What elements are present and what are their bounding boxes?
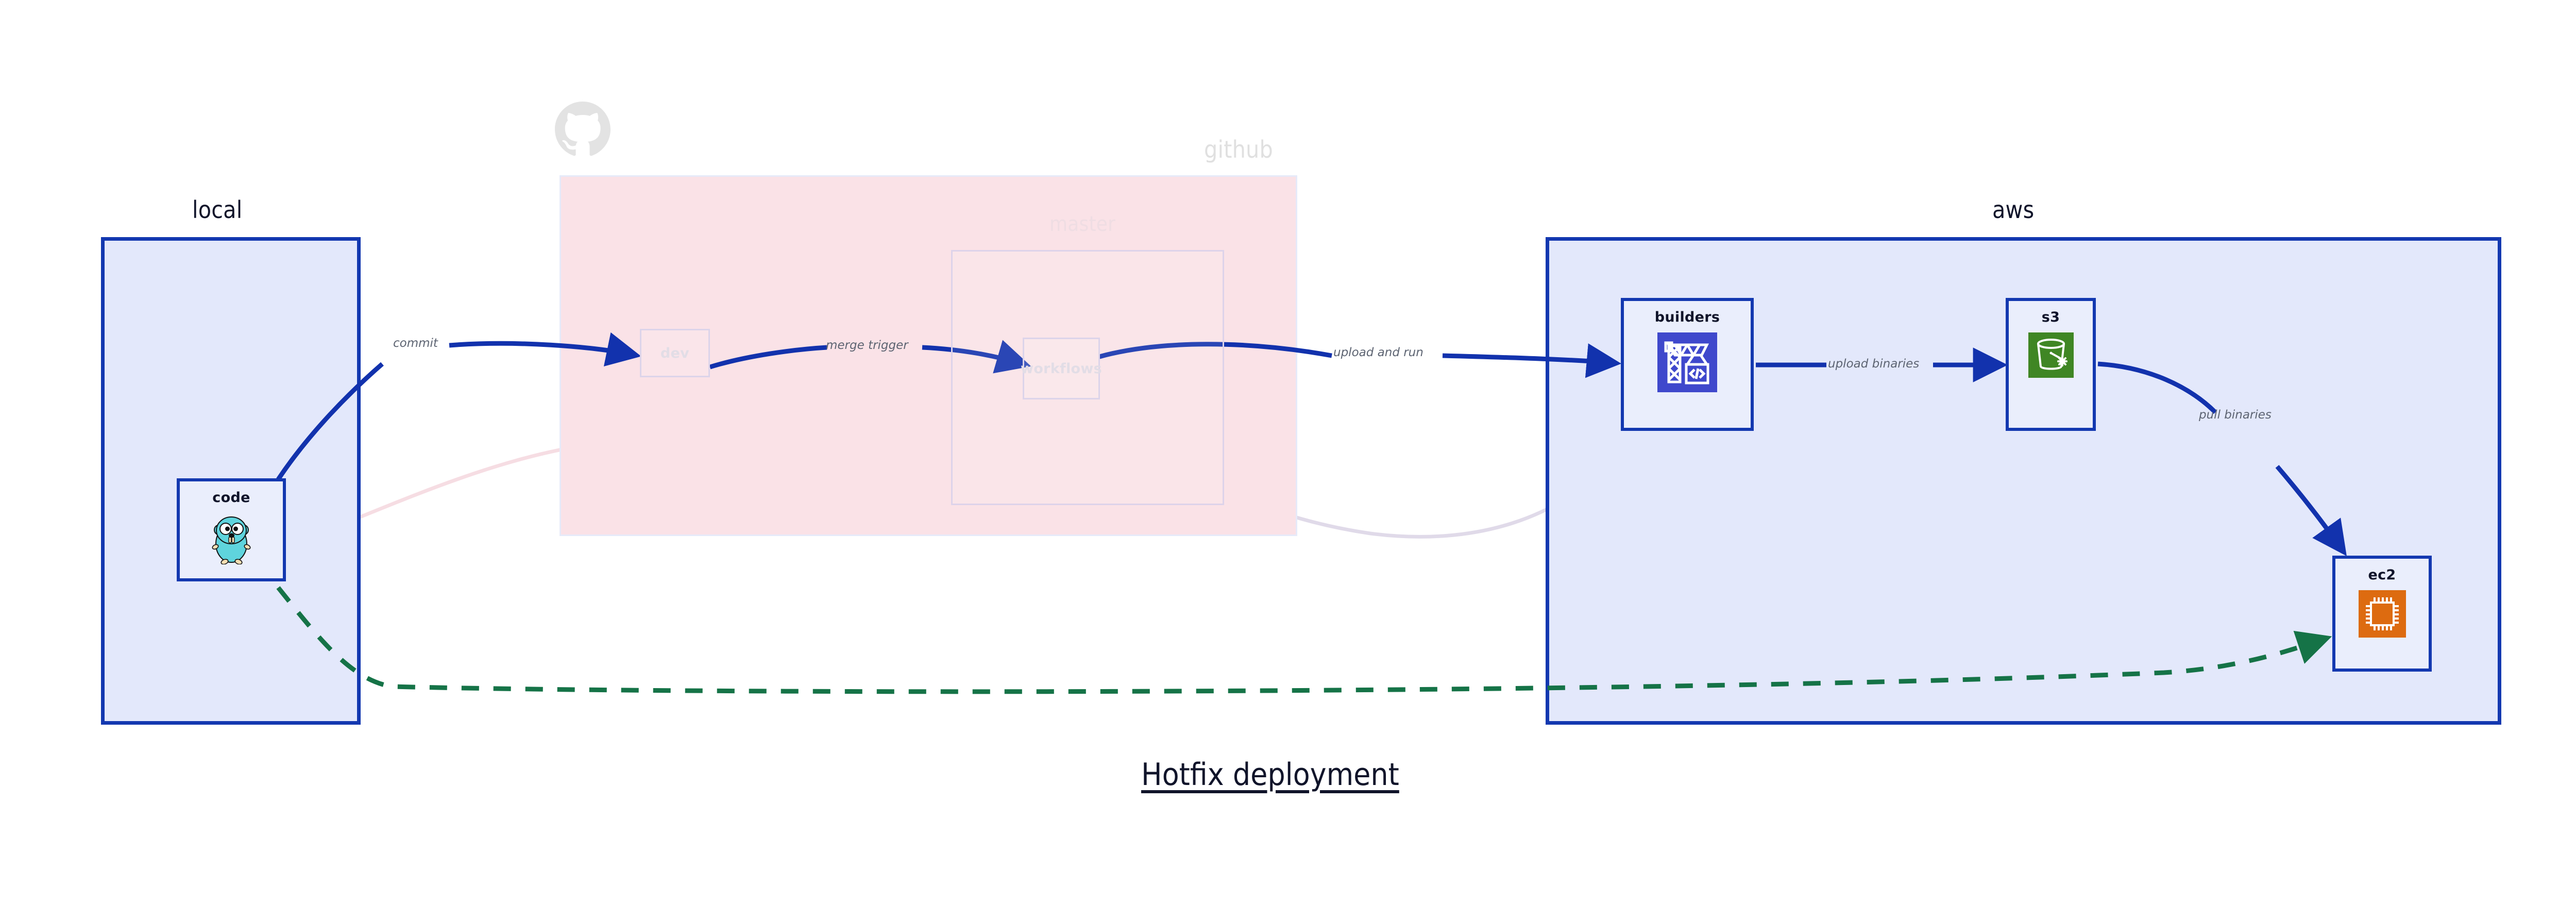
edge-label-merge-trigger: merge trigger (826, 339, 908, 352)
node-s3-label: s3 (2041, 309, 2060, 325)
group-label-local: local (192, 196, 243, 224)
edge-label-commit: commit (393, 337, 438, 350)
aws-ec2-icon (2358, 590, 2406, 640)
node-dev[interactable]: dev (640, 329, 710, 377)
group-label-master: master (1049, 212, 1116, 236)
aws-s3-glacier-icon (2028, 332, 2074, 380)
go-gopher-icon (210, 513, 253, 566)
edge-label-pull-binaries: pull binaries (2199, 408, 2272, 422)
node-workflows[interactable]: workflows (1020, 338, 1103, 399)
group-label-github: github (1204, 136, 1273, 163)
github-octocat-icon (555, 102, 611, 159)
edge-label-upload-and-run: upload and run (1333, 346, 1423, 359)
node-builders-label: builders (1654, 309, 1720, 325)
node-builders[interactable]: builders (1621, 298, 1754, 431)
edge-label-upload-binaries: upload binaries (1828, 357, 1920, 371)
node-code[interactable]: code (177, 478, 286, 581)
node-dev-label: dev (660, 345, 690, 361)
diagram-title: Hotfix deployment (1141, 757, 1399, 793)
aws-codebuild-icon (1657, 332, 1717, 394)
node-ec2[interactable]: ec2 (2332, 556, 2432, 672)
node-code-label: code (212, 490, 250, 506)
node-s3[interactable]: s3 (2006, 298, 2096, 431)
node-ec2-label: ec2 (2368, 567, 2396, 583)
group-label-aws: aws (1992, 196, 2035, 224)
node-workflows-label: workflows (1020, 360, 1103, 377)
